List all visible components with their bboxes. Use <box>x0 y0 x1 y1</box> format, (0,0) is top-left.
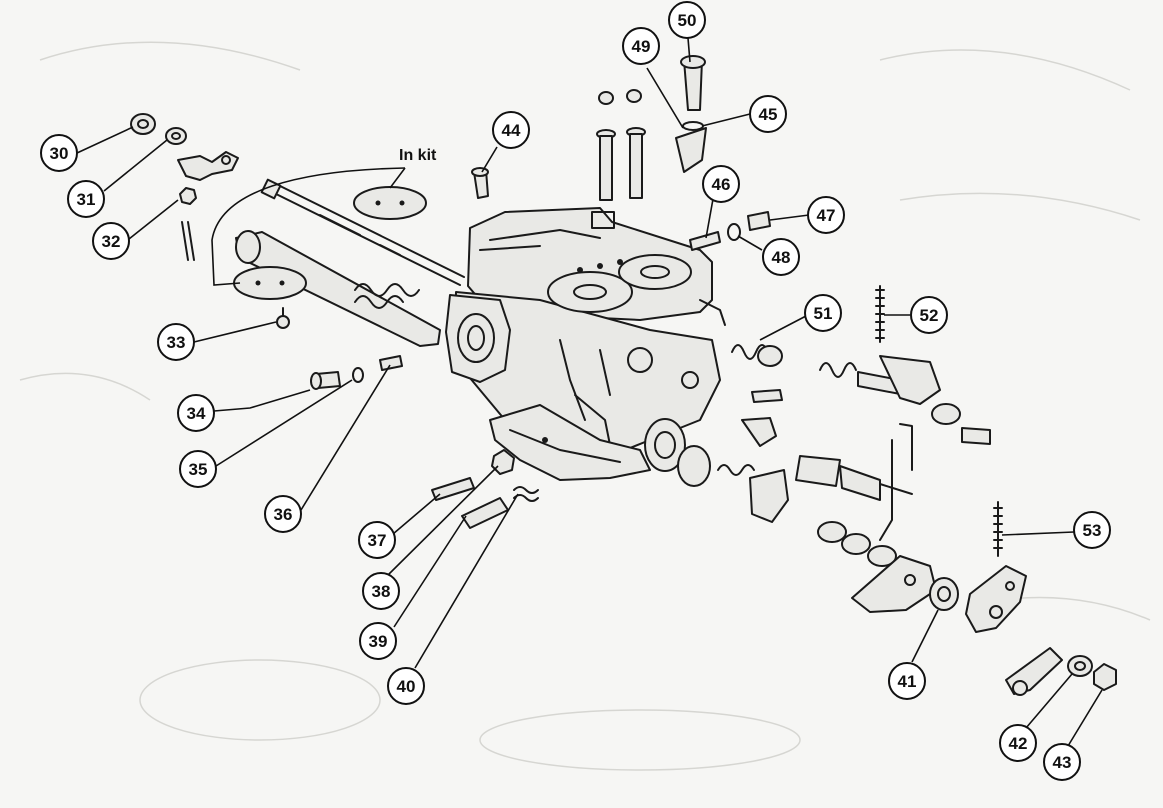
callout-40: 40 <box>387 667 425 705</box>
svg-text:49: 49 <box>632 37 651 56</box>
svg-text:47: 47 <box>817 206 836 225</box>
svg-text:46: 46 <box>712 175 731 194</box>
leader-lines <box>76 37 1103 747</box>
svg-text:52: 52 <box>920 306 939 325</box>
callout-41: 41 <box>888 662 926 700</box>
callout-37: 37 <box>358 521 396 559</box>
svg-text:53: 53 <box>1083 521 1102 540</box>
svg-text:39: 39 <box>369 632 388 651</box>
callout-33: 33 <box>157 323 195 361</box>
callout-39: 39 <box>359 622 397 660</box>
callout-35: 35 <box>179 450 217 488</box>
callout-32: 32 <box>92 222 130 260</box>
callout-36: 36 <box>264 495 302 533</box>
svg-text:41: 41 <box>898 672 917 691</box>
callout-43: 43 <box>1043 743 1081 781</box>
svg-text:51: 51 <box>814 304 833 323</box>
svg-text:34: 34 <box>187 404 206 423</box>
callout-34: 34 <box>177 394 215 432</box>
callout-44: 44 <box>492 111 530 149</box>
callout-48: 48 <box>762 238 800 276</box>
carburetor-body <box>445 207 726 481</box>
svg-text:31: 31 <box>77 190 96 209</box>
background-ghost-marks <box>19 41 1151 771</box>
callout-49: 49 <box>622 27 660 65</box>
svg-text:36: 36 <box>274 505 293 524</box>
callout-51: 51 <box>804 294 842 332</box>
svg-text:50: 50 <box>678 11 697 30</box>
callout-46: 46 <box>702 165 740 203</box>
svg-text:43: 43 <box>1053 753 1072 772</box>
svg-text:30: 30 <box>50 144 69 163</box>
svg-text:42: 42 <box>1009 734 1028 753</box>
svg-text:45: 45 <box>759 105 778 124</box>
right-linkage <box>677 285 1117 696</box>
svg-text:40: 40 <box>397 677 416 696</box>
callout-50: 50 <box>668 1 706 39</box>
callout-52: 52 <box>910 296 948 334</box>
callout-53: 53 <box>1073 511 1111 549</box>
in-kit-label: In kit <box>399 147 437 164</box>
callout-42: 42 <box>999 724 1037 762</box>
svg-text:48: 48 <box>772 248 791 267</box>
top-parts <box>471 55 771 251</box>
in-kit-throttle-plates <box>211 167 427 300</box>
svg-text:35: 35 <box>189 460 208 479</box>
lower-jets <box>431 449 539 529</box>
svg-text:44: 44 <box>502 121 521 140</box>
svg-text:38: 38 <box>372 582 391 601</box>
svg-text:37: 37 <box>368 531 387 550</box>
svg-text:32: 32 <box>102 232 121 251</box>
throttle-shafts <box>235 178 465 347</box>
svg-text:33: 33 <box>167 333 186 352</box>
left-small-parts <box>130 113 403 390</box>
callout-45: 45 <box>749 95 787 133</box>
callout-47: 47 <box>807 196 845 234</box>
callout-31: 31 <box>67 180 105 218</box>
callout-38: 38 <box>362 572 400 610</box>
callout-30: 30 <box>40 134 78 172</box>
